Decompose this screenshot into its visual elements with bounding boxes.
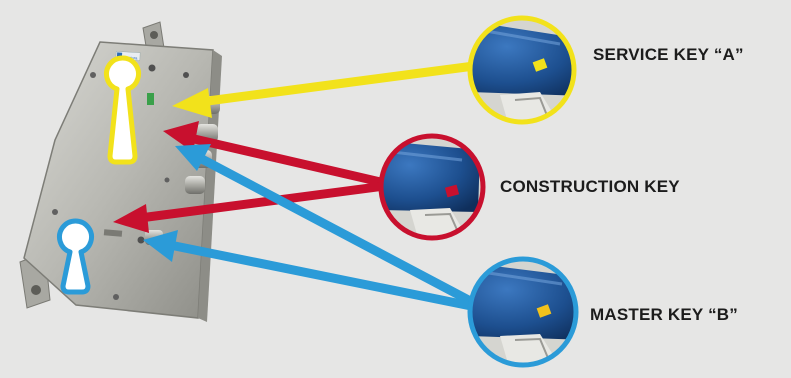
construction-key-label: CONSTRUCTION KEY (500, 177, 680, 196)
master-cylinder-keyhole-icon (57, 218, 94, 295)
master-key-arrow-upper (175, 144, 481, 309)
service-key-arrow (172, 61, 479, 118)
construction-key-icon (378, 133, 486, 241)
master-key-arrow-lower (143, 230, 481, 312)
construction-key-arrow-upper (163, 121, 390, 188)
master-key-label: MASTER KEY “B” (590, 305, 738, 324)
service-cylinder-keyhole-icon (104, 55, 141, 165)
master-key-icon (467, 256, 579, 368)
service-key-label: SERVICE KEY “A” (593, 45, 744, 64)
service-key-icon (467, 15, 577, 125)
construction-key-arrow-lower (113, 181, 390, 233)
